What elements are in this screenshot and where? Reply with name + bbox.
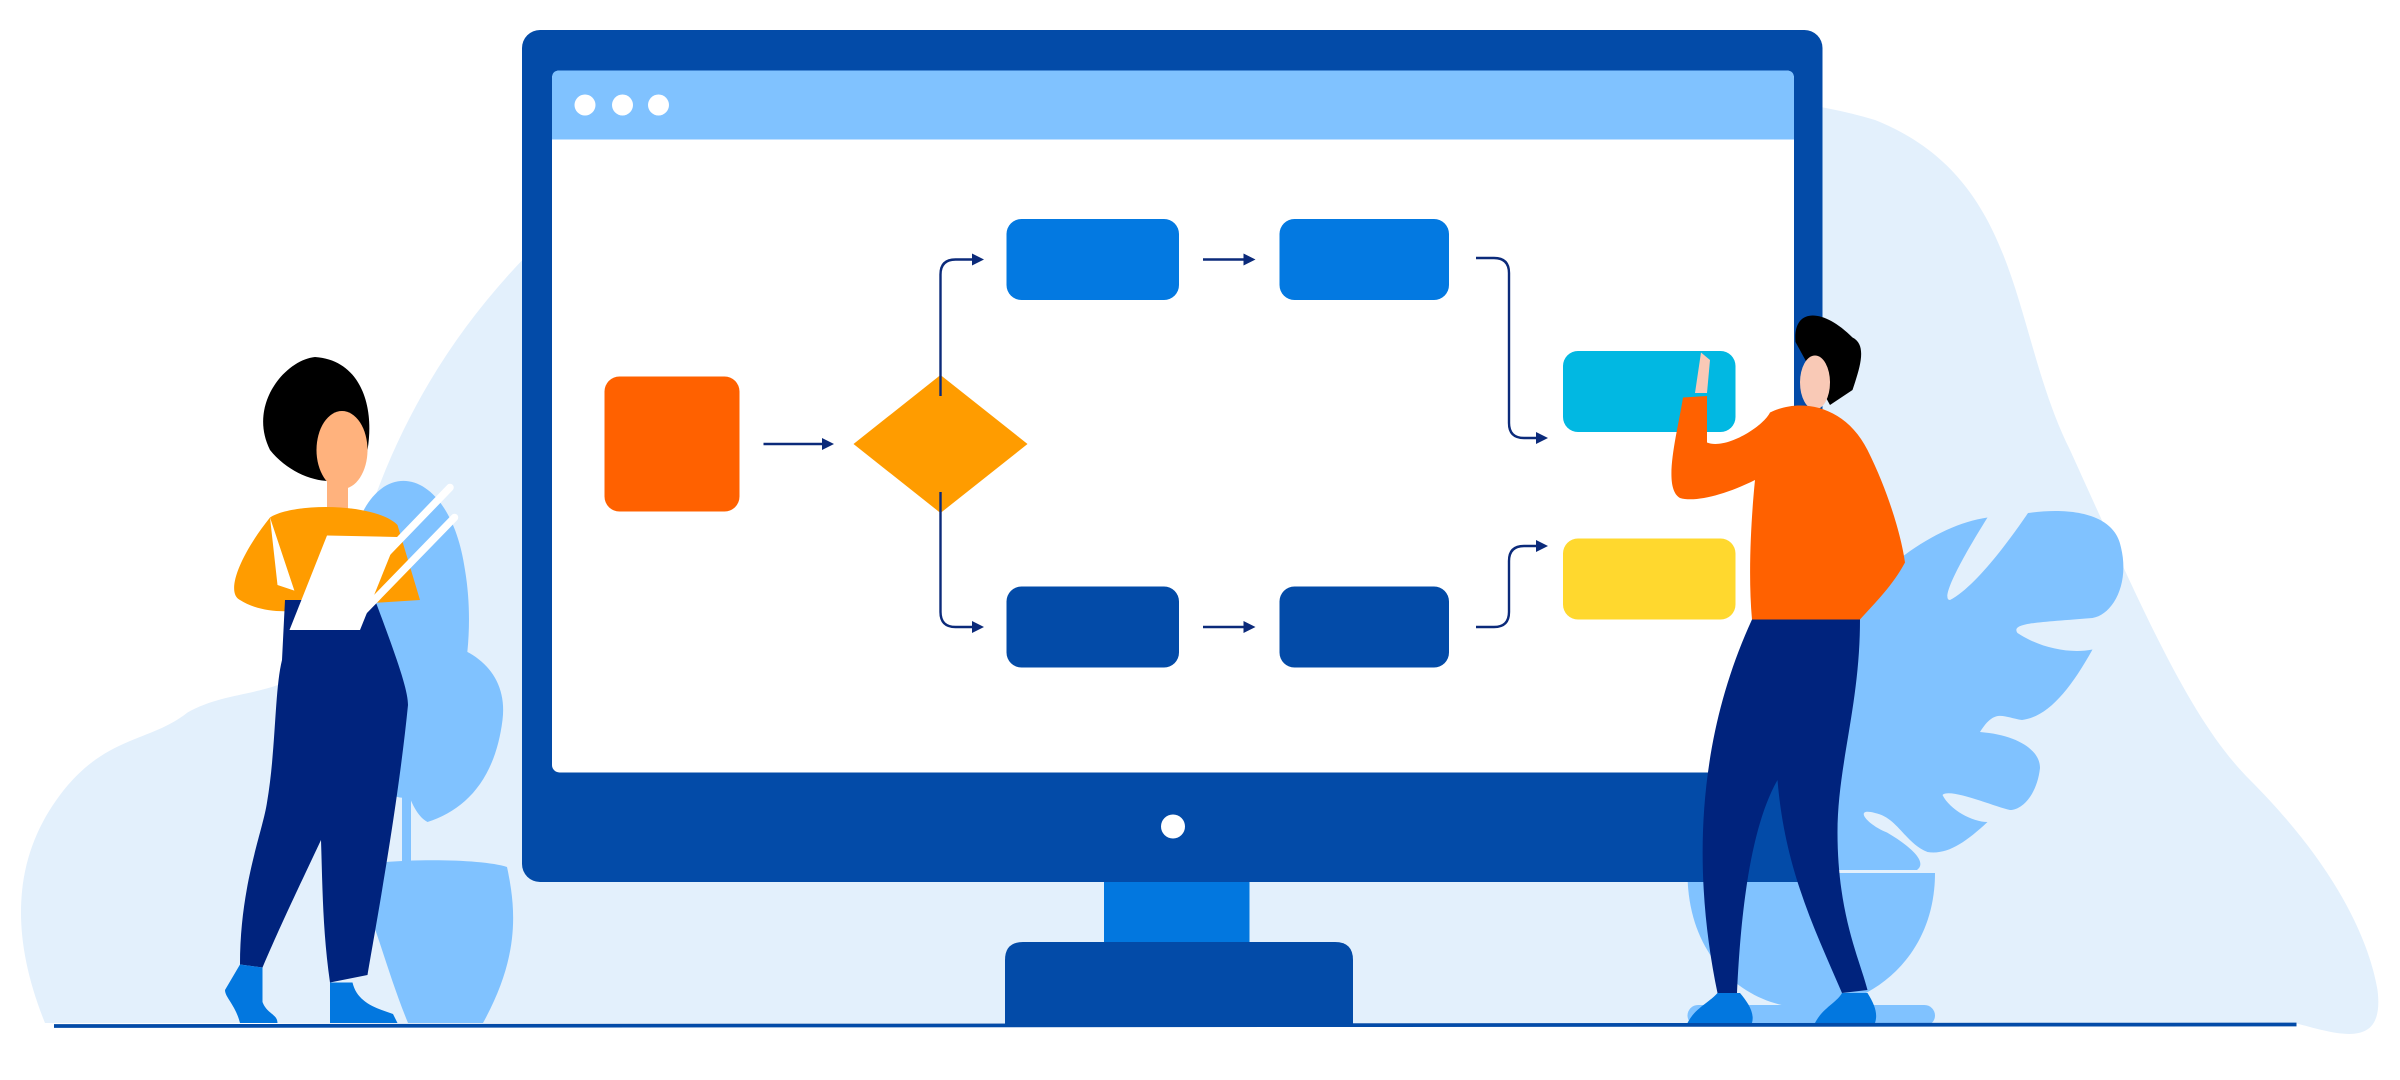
flow-node-end-bottom <box>1563 538 1736 620</box>
monitor-screen <box>552 70 1794 773</box>
flow-node-top-2 <box>1279 219 1449 300</box>
monitor <box>522 30 1823 1025</box>
window-dot-icon <box>648 94 669 116</box>
flow-arrow <box>1476 256 1548 444</box>
man-figure <box>1671 315 1905 1023</box>
window-titlebar <box>552 70 1794 140</box>
ground-line <box>53 1022 2297 1028</box>
window-dot-icon <box>612 94 633 116</box>
monitor-stand-base <box>1005 942 1353 1025</box>
flow-node-bottom-2 <box>1279 586 1449 668</box>
flow-node-bottom-1 <box>1006 586 1179 668</box>
power-button-icon <box>1161 814 1185 839</box>
flow-arrow <box>1476 540 1548 629</box>
flow-node-top-1 <box>1006 219 1179 300</box>
flow-node-start <box>604 376 740 512</box>
flow-node-decision <box>853 375 1028 513</box>
flow-arrow <box>939 253 984 396</box>
woman-figure <box>225 357 459 1023</box>
flow-arrow <box>939 492 984 633</box>
monitor-stand-neck <box>1104 877 1250 947</box>
window-dot-icon <box>574 94 596 116</box>
